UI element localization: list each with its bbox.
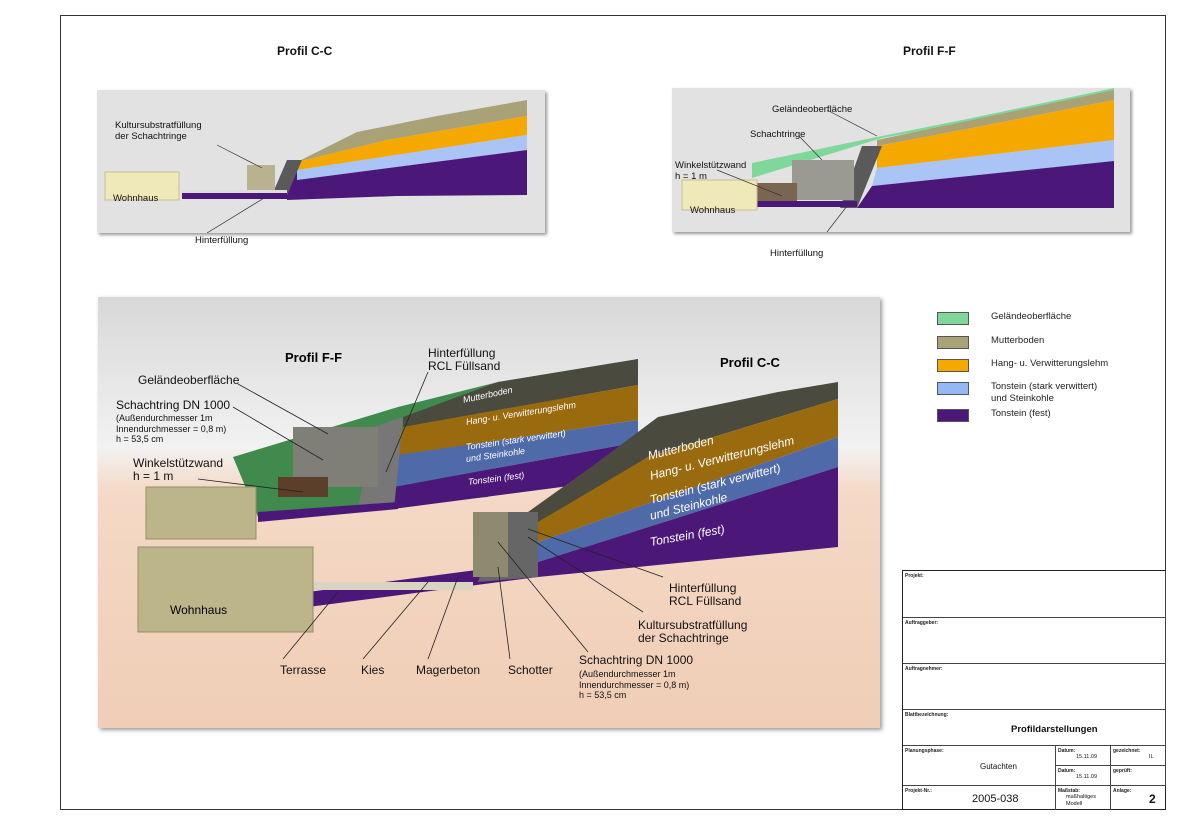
legend-item: Tonstein (fest) [937,408,1051,422]
projektnr-value: 2005-038 [972,793,1019,805]
label-winkelstuetzwand: Winkelstützwand h = 1 m [675,160,747,182]
legend-item: Tonstein (stark verwittert) und Steinkoh… [937,381,1097,405]
legend-item: Geländeoberfläche [937,311,1071,325]
label-kultursubstrat: Kultursubstratfüllung der Schachtringe [115,120,202,142]
gezeichnet-label: gezeichnet: [1113,748,1141,754]
legend-item: Hang- u. Verwitterungslehm [937,358,1108,372]
label-wohnhaus: Wohnhaus [113,193,159,204]
datum2-value: 15.11.09 [1076,774,1098,780]
datum-label: Datum: [1058,748,1076,754]
legend-swatch [937,336,969,349]
label-wohnhaus: Wohnhaus [690,205,736,216]
profile-cc-section [104,100,527,235]
model-title-cc: Profil C-C [720,355,780,370]
legend-label: Geländeoberfläche [991,311,1072,322]
label-wohnhaus: Wohnhaus [170,603,228,617]
auftragnehmer-cell: Auftragnehmer: [903,664,1166,710]
massstab-label: Maßstab: [1058,788,1080,794]
label-hinterfuellung-ff: Hinterfüllung RCL Füllsand [428,346,501,373]
title-block: Projekt: Auftraggeber: Auftragnehmer: Bl… [902,570,1166,810]
phase-value: Gutachten [980,762,1017,771]
legend-swatch [937,409,969,422]
legend-item: Mutterboden [937,335,1044,349]
profile-ff-section [681,88,1114,233]
auftraggeber-label: Auftraggeber: [905,620,939,626]
geprueft-cell: geprüft: [1111,766,1166,786]
drawing-frame [60,15,1166,810]
label-schachtring2-detail: (Außendurchmesser 1m Innendurchmesser = … [579,669,690,700]
label-schotter: Schotter [508,663,553,677]
anlage-label: Anlage: [1113,788,1132,794]
legend-label: Tonstein (fest) [991,408,1051,419]
datum1-value: 15.11.09 [1076,754,1098,760]
model-title-ff: Profil F-F [285,350,343,365]
label-winkelstuetzwand: Winkelstützwand h = 1 m [133,456,224,483]
label-schachtringe: Schachtringe [750,129,806,140]
blatt-cell: Blattbezeichnung: Profildarstellungen [903,710,1166,746]
phase-label: Planungsphase: [905,748,944,754]
profile-ff-panel: Geländeoberfläche Schachtringe Winkelstü… [672,88,1130,233]
model-panel: Profil F-F Profil C-C Geländeoberfläche … [98,297,880,728]
profile-ff-title: Profil F-F [903,44,956,58]
legend-swatch [937,359,969,372]
datum1-cell: Datum:15.11.09 [1056,746,1111,766]
label-schachtring-title: Schachtring DN 1000 [116,398,231,412]
projekt-cell: Projekt: [903,571,1166,618]
massstab-value: maßhaltiges Modell [1066,794,1096,807]
geprueft-label: geprüft: [1113,768,1132,774]
projektnr-label: Projekt-Nr.: [905,788,932,794]
legend-label: Tonstein (stark verwittert) und Steinkoh… [991,381,1098,404]
label-kies: Kies [361,663,385,677]
auftraggeber-cell: Auftraggeber: [903,618,1166,664]
auftragnehmer-label: Auftragnehmer: [905,666,943,672]
gezeichnet-cell: gezeichnet: IL [1111,746,1166,766]
anlage-value: 2 [1149,792,1156,806]
legend-swatch [937,312,969,325]
label-schachtring-detail: (Außendurchmesser 1m Innendurchmesser = … [116,413,227,444]
profile-cc-title: Profil C-C [277,44,333,58]
datum2-cell: Datum:15.11.09 [1056,766,1111,786]
anlage-cell: Anlage: 2 [1111,786,1166,810]
blatt-label: Blattbezeichnung: [905,712,949,718]
phase-cell: Planungsphase: Gutachten [903,746,1056,786]
legend-label: Hang- u. Verwitterungslehm [991,358,1109,369]
label-hinterfuellung: Hinterfüllung [195,235,249,246]
label-hinterfuellung-cc: Hinterfüllung RCL Füllsand [669,581,742,608]
gezeichnet-value: IL [1149,754,1154,760]
label-gelaendeoberflaeche: Geländeoberfläche [138,373,240,387]
label-kultursubstrat: Kultursubstratfüllung der Schachtringe [638,618,748,645]
label-schachtring2-title: Schachtring DN 1000 [579,653,694,667]
label-terrasse: Terrasse [280,663,327,677]
profile-cc-panel: Kultursubstratfüllung der Schachtringe W… [97,90,545,235]
blatt-value: Profildarstellungen [1011,724,1098,735]
projekt-label: Projekt: [905,573,924,579]
legend-swatch [937,382,969,395]
label-hinterfuellung: Hinterfüllung [770,248,824,259]
projektnr-cell: Projekt-Nr.: 2005-038 [903,786,1056,810]
legend-label: Mutterboden [991,335,1045,346]
model-3d-section [137,359,838,660]
datum-label: Datum: [1058,768,1076,774]
label-magerbeton: Magerbeton [416,663,481,677]
massstab-cell: Maßstab:maßhaltiges Modell [1056,786,1111,810]
label-gelaendeoberflaeche: Geländeoberfläche [772,104,853,115]
